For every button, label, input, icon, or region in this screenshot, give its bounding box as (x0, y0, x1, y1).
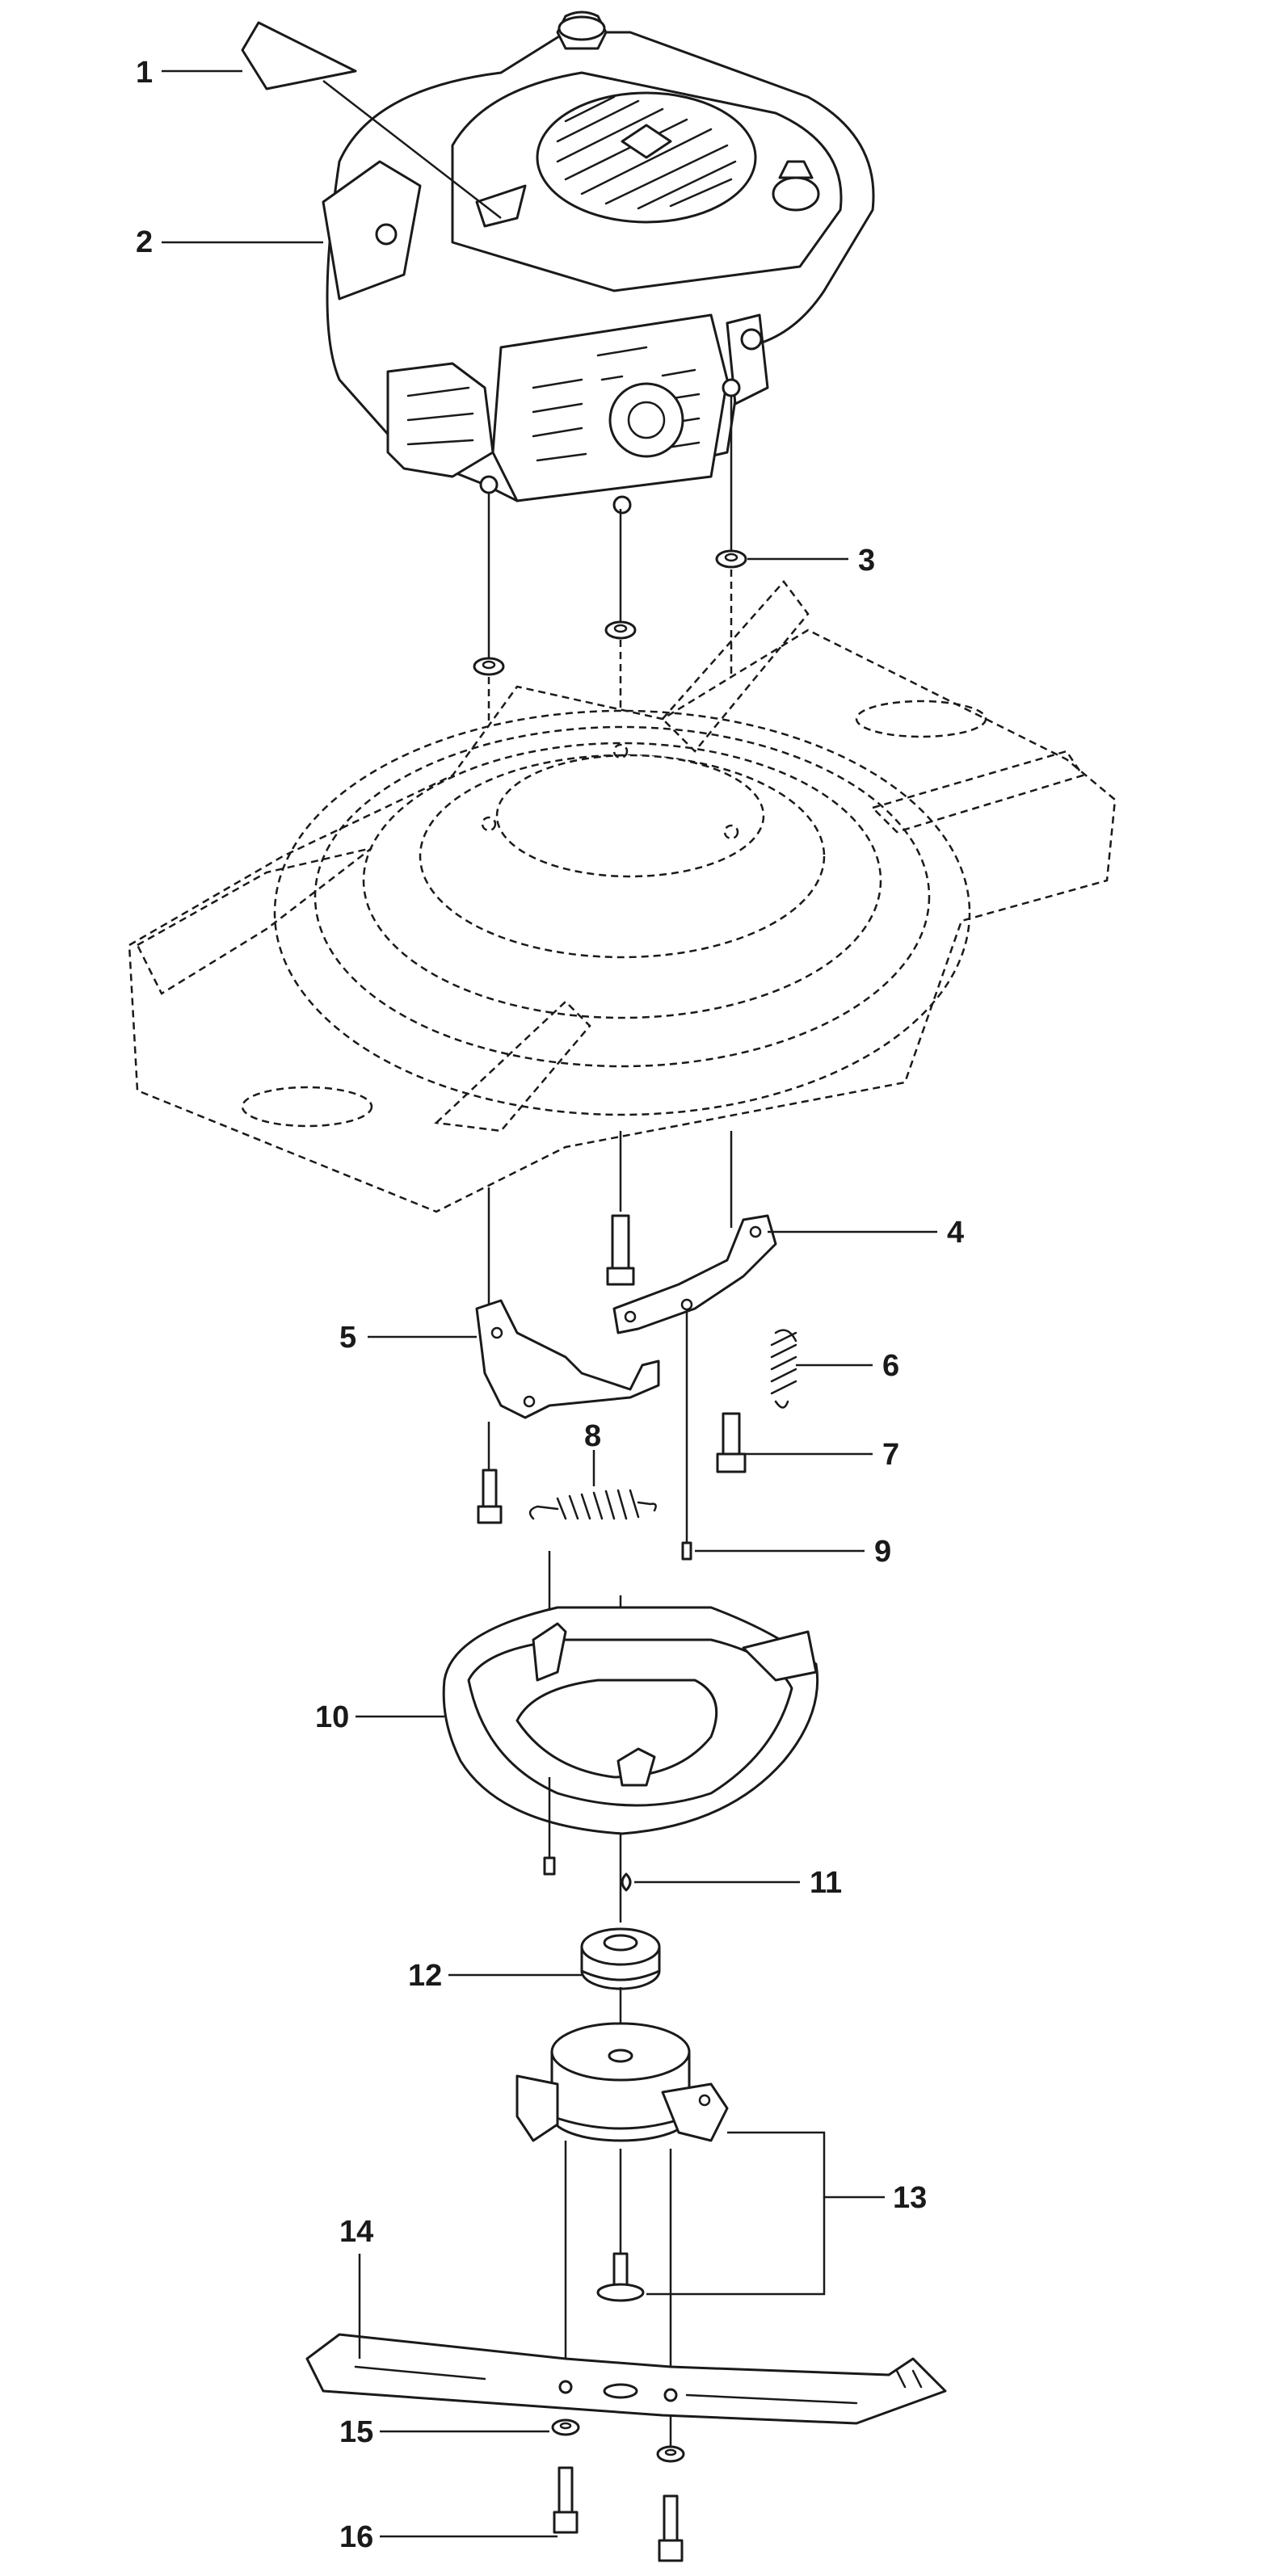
callout-8: 8 (584, 1419, 601, 1453)
callout-1: 1 (136, 56, 153, 90)
part-14-blade (305, 2333, 947, 2425)
callout-12: 12 (408, 1959, 442, 1993)
part-11-key (621, 1872, 632, 1892)
part-5-bracket (475, 1299, 660, 1470)
part-8-spring (528, 1489, 657, 1520)
bracket-5-bolt (477, 1469, 503, 1524)
part-6-spring (770, 1329, 797, 1409)
callout-2: 2 (136, 225, 153, 259)
callout-15: 15 (339, 2415, 373, 2449)
callout-labels: 1 2 3 4 5 6 7 8 9 10 11 12 13 14 15 16 (136, 56, 964, 2554)
callout-4: 4 (947, 1216, 964, 1250)
deck-bolts (487, 1131, 733, 1341)
callout-7: 7 (882, 1438, 899, 1472)
part-12-hub (580, 1927, 661, 1990)
callout-10: 10 (315, 1700, 349, 1734)
part-15-washers (551, 2418, 685, 2463)
callout-5: 5 (339, 1321, 356, 1355)
leader-lines (162, 21, 937, 2538)
part-16-bolts (553, 2466, 684, 2562)
callout-9: 9 (874, 1535, 891, 1569)
callout-16: 16 (339, 2520, 373, 2554)
part-10-housing (442, 1551, 819, 1923)
mower-deck-outline (128, 580, 1117, 1213)
part-4-bracket (612, 1214, 777, 1551)
part-13-adapter (515, 1987, 729, 2448)
part-7-bolt (716, 1412, 747, 1473)
engine-assembly (322, 11, 875, 515)
callout-14: 14 (339, 2215, 373, 2249)
callout-3: 3 (858, 544, 875, 578)
callout-13: 13 (893, 2181, 927, 2215)
part-9-screw (681, 1541, 692, 1561)
callout-11: 11 (810, 1866, 842, 1900)
callout-6: 6 (882, 1349, 899, 1383)
